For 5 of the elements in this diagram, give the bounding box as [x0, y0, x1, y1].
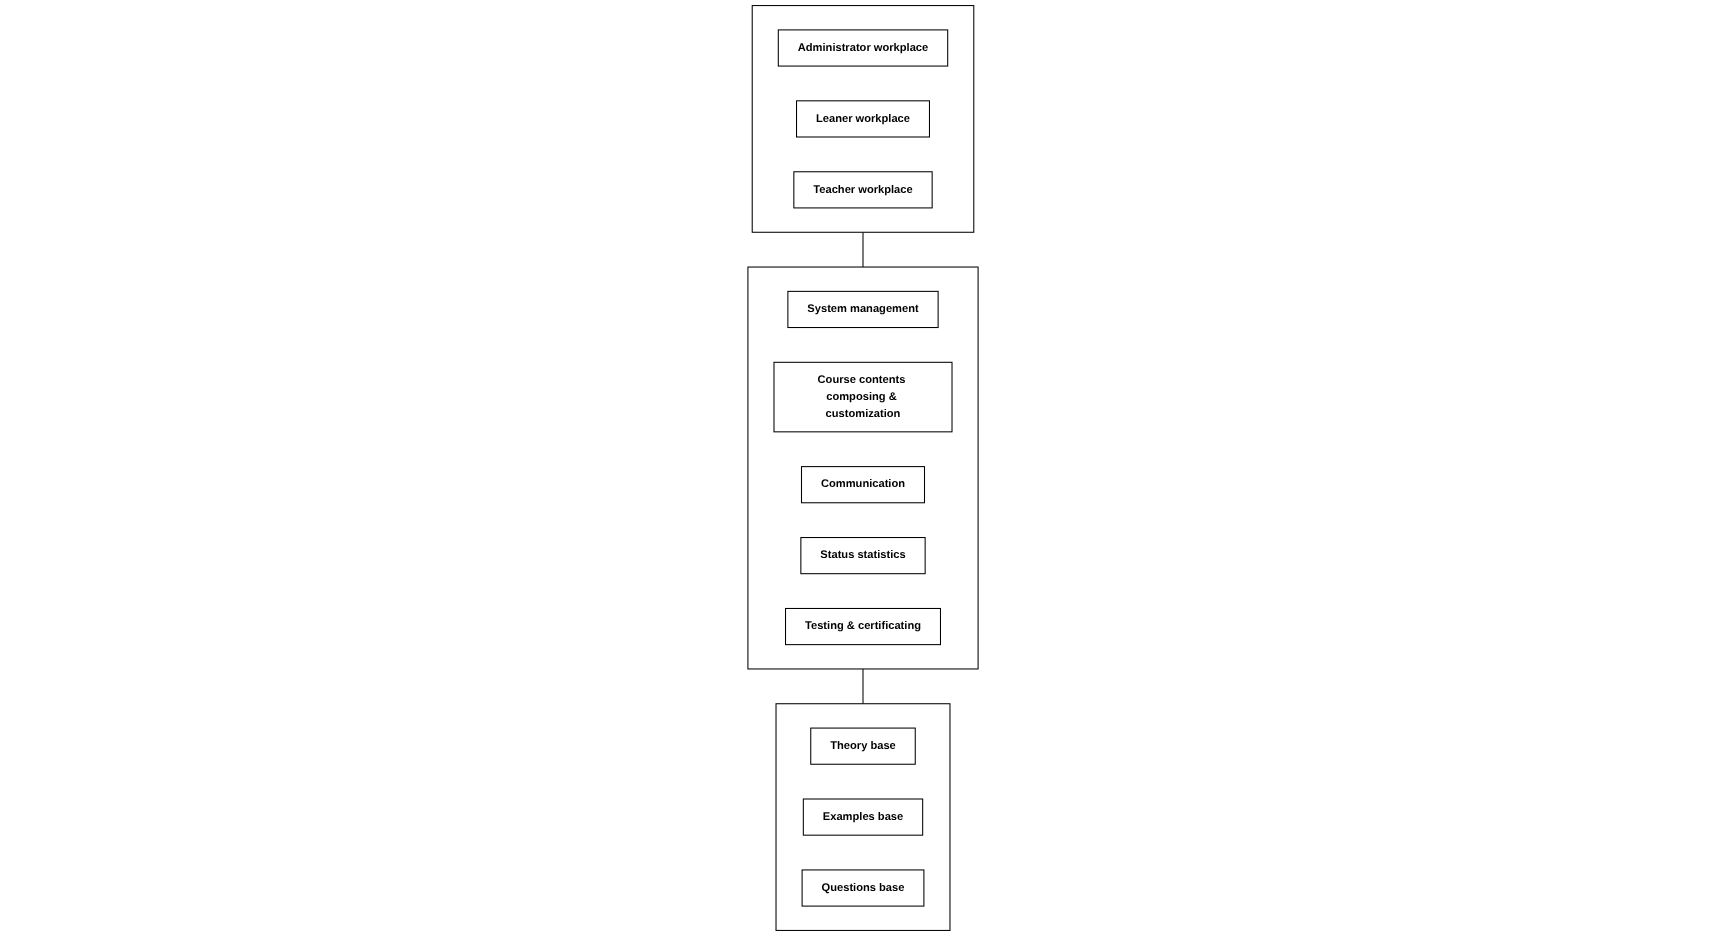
connector: [862, 231, 864, 268]
cluster: [747, 266, 979, 670]
cluster: [751, 5, 975, 233]
cluster: [775, 703, 951, 931]
connector: [862, 668, 864, 705]
